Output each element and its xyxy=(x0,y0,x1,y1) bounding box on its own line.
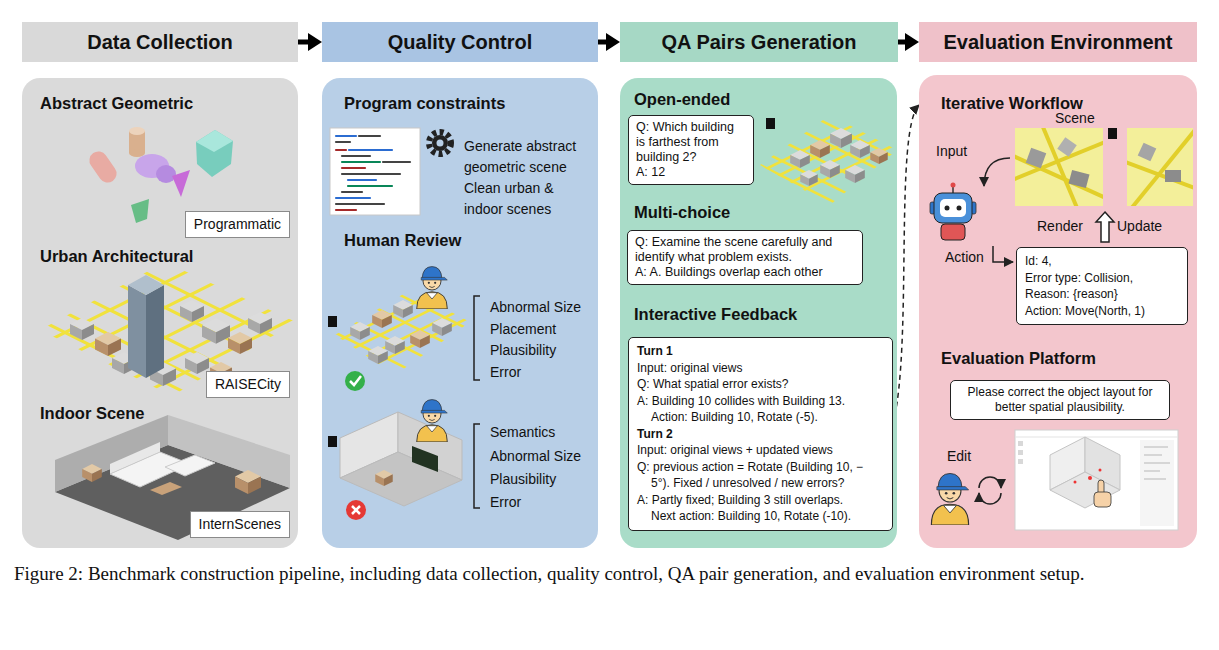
section-label: Human Review xyxy=(344,230,461,250)
action-line: Id: 4, xyxy=(1025,253,1179,270)
section-label: Abnormal Size xyxy=(490,446,581,467)
instruction-box: Please correct the object layout for bet… xyxy=(950,380,1170,420)
section-label: Abstract Geometric xyxy=(40,93,193,113)
flow-arrow xyxy=(898,40,911,45)
tag-text: InternScenes xyxy=(199,516,282,533)
section-label: Clean urban & indoor scenes xyxy=(464,178,592,220)
editor-person xyxy=(931,473,1001,525)
flow-arrow xyxy=(598,40,612,45)
dialogue-line: Turn 2 xyxy=(637,426,884,443)
section-label: Render xyxy=(1037,216,1083,237)
scene-views xyxy=(1000,120,1200,215)
section-label: Interactive Feedback xyxy=(634,304,797,324)
abstract-shapes xyxy=(86,127,233,223)
gear-icon xyxy=(429,132,451,154)
header-label: Quality Control xyxy=(388,30,532,54)
flow-arrow xyxy=(298,40,314,45)
agent-robot xyxy=(930,183,976,241)
section-label: Evaluation Platform xyxy=(941,348,1096,368)
source-tag: Programmatic xyxy=(185,211,290,238)
stage-header: Evaluation Environment xyxy=(919,22,1197,62)
section-label: Semantics xyxy=(490,422,555,443)
section-label: Abnormal Size xyxy=(490,297,581,318)
dialogue-line: Q: previous action = Rotate (Building 10… xyxy=(637,459,884,492)
instruction-text: Please correct the object layout for bet… xyxy=(957,385,1163,415)
figure-caption: Figure 2: Benchmark construction pipelin… xyxy=(14,560,1214,587)
review-room xyxy=(328,400,480,520)
tag-text: RAISECity xyxy=(215,376,281,393)
stage-panel: Program constraintsGenerate abstract geo… xyxy=(322,78,598,548)
dialogue-line: Input: original views + updated views xyxy=(637,442,884,459)
stage-header: Data Collection xyxy=(22,22,298,62)
indoor-room xyxy=(55,415,290,540)
feedback-bubble: Turn 1Input: original viewsQ: What spati… xyxy=(628,337,893,531)
section-label: Input xyxy=(936,141,967,162)
action-line: Error type: Collision, xyxy=(1025,270,1179,287)
qa-text: A: A. Buildings overlap each other xyxy=(635,265,855,280)
section-label: Error xyxy=(490,492,521,513)
section-label: Scene xyxy=(1055,108,1095,129)
qa-text: Q: Examine the scene carefully and ident… xyxy=(635,235,855,265)
action-line: Reason: {reason} xyxy=(1025,286,1179,303)
dialogue-line: A: Partly fixed; Building 3 still overla… xyxy=(637,492,884,509)
section-label: Error xyxy=(490,362,521,383)
stage-header: QA Pairs Generation xyxy=(620,22,898,62)
dialogue-line: A: Building 10 collides with Building 13… xyxy=(637,393,884,410)
action-box: Id: 4,Error type: Collision,Reason: {rea… xyxy=(1016,247,1188,325)
stage-header: Quality Control xyxy=(322,22,598,62)
dialogue-line: Action: Building 10, Rotate (-5). xyxy=(637,409,884,426)
review-city xyxy=(300,245,500,415)
section-label: Edit xyxy=(947,446,971,467)
section-label: Placement xyxy=(490,319,556,340)
qa-text: A: 12 xyxy=(636,165,746,180)
section-label: Multi-choice xyxy=(634,202,730,222)
section-label: Open-ended xyxy=(634,89,730,109)
stage-panel: Iterative WorkflowSceneInputActionRender… xyxy=(919,75,1197,548)
qa-bubble: Q: Examine the scene carefully and ident… xyxy=(627,230,863,285)
tag-text: Programmatic xyxy=(194,216,281,233)
section-label: Urban Architectural xyxy=(40,246,193,266)
section-label: Generate abstract geometric scene xyxy=(464,136,592,178)
header-label: Data Collection xyxy=(87,30,233,54)
stage-panel: Abstract GeometricUrban ArchitecturalInd… xyxy=(22,78,298,548)
header-label: QA Pairs Generation xyxy=(662,30,857,54)
header-label: Evaluation Environment xyxy=(944,30,1173,54)
action-line: Action: Move(North, 1) xyxy=(1025,303,1179,320)
section-label: Update xyxy=(1117,216,1162,237)
section-label: Plausibility xyxy=(490,340,556,361)
dialogue-line: Next action: Building 10, Rotate (-10). xyxy=(637,508,884,525)
dialogue-line: Turn 1 xyxy=(637,343,884,360)
dialogue-line: Input: original views xyxy=(637,360,884,377)
stage-panel: Open-endedMulti-choiceInteractive Feedba… xyxy=(620,78,897,548)
section-label: Indoor Scene xyxy=(40,403,145,423)
dialogue-line: Q: What spatial error exists? xyxy=(637,376,884,393)
source-tag: InternScenes xyxy=(190,511,291,538)
section-label: Plausibility xyxy=(490,469,556,490)
code-screenshot xyxy=(330,128,420,215)
source-tag: RAISECity xyxy=(206,371,290,398)
platform-screenshot xyxy=(1015,430,1178,530)
section-label: Action xyxy=(945,247,984,268)
section-label: Program constraints xyxy=(344,93,505,113)
qa-bubble: Q: Which building is farthest from build… xyxy=(628,115,754,185)
qa-text: Q: Which building is farthest from build… xyxy=(636,120,746,165)
